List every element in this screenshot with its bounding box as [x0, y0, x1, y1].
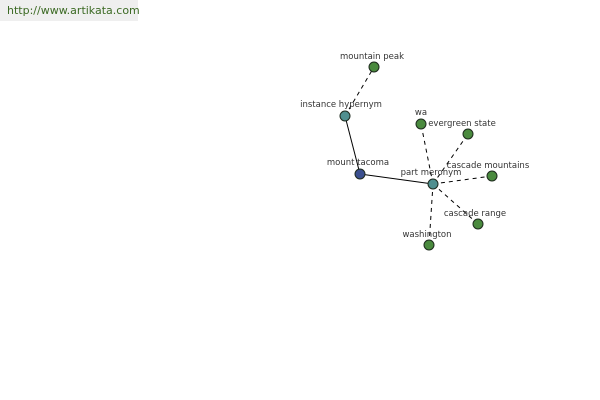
node-cascade-mountains[interactable]	[486, 170, 498, 182]
label-cascade-mountains[interactable]: cascade mountains	[447, 161, 530, 171]
edge-mount-tacoma-to-instance-hypernym	[344, 115, 361, 175]
edge-part-meronym-to-cascade-range	[432, 183, 479, 225]
site-url[interactable]: http://www.artikata.com	[0, 0, 140, 21]
edge-instance-hypernym-to-mountain-peak	[344, 66, 375, 117]
node-cascade-range[interactable]	[472, 218, 484, 230]
node-mountain-peak[interactable]	[368, 61, 380, 73]
label-instance-hypernym[interactable]: instance hypernym	[300, 100, 382, 110]
edge-mount-tacoma-to-part-meronym	[359, 173, 434, 185]
label-part-meronym[interactable]: part meronym	[401, 168, 462, 178]
nodes-layer	[339, 61, 498, 251]
label-wa[interactable]: wa	[415, 108, 427, 118]
edge-part-meronym-to-wa	[420, 123, 434, 185]
node-washington[interactable]	[423, 239, 435, 251]
label-mount-tacoma[interactable]: mount tacoma	[327, 158, 389, 168]
label-washington[interactable]: washington	[402, 230, 451, 240]
label-mountain-peak[interactable]: mountain peak	[340, 52, 404, 62]
edges-layer	[344, 66, 493, 246]
edge-part-meronym-to-evergreen-state	[432, 133, 469, 185]
edge-part-meronym-to-cascade-mountains	[432, 175, 493, 185]
label-cascade-range[interactable]: cascade range	[444, 209, 506, 219]
labels-layer: mount tacoma instance hypernym mountain pe…	[300, 52, 530, 240]
edge-part-meronym-to-washington	[428, 183, 434, 246]
node-wa[interactable]	[415, 118, 427, 130]
label-evergreen-state[interactable]: evergreen state	[428, 119, 496, 129]
node-evergreen-state[interactable]	[462, 128, 474, 140]
node-instance-hypernym[interactable]	[339, 110, 351, 122]
node-mount-tacoma[interactable]	[354, 168, 366, 180]
node-part-meronym[interactable]	[427, 178, 439, 190]
